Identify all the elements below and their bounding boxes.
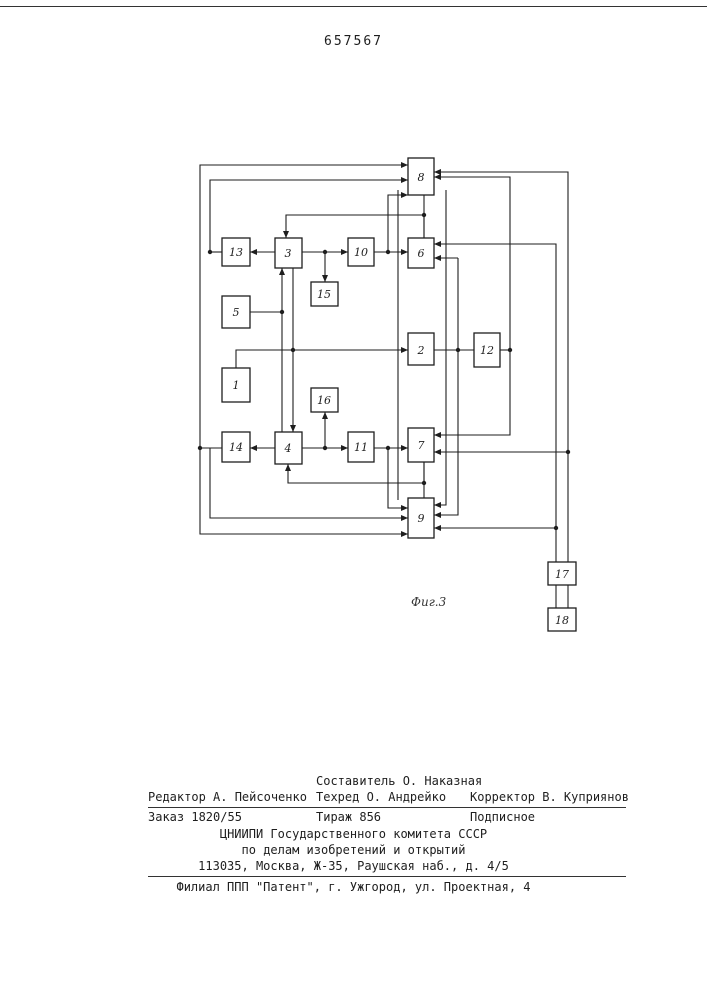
wire-17-right xyxy=(434,172,568,562)
circulation-line: Тираж 856 xyxy=(316,810,381,824)
wire-6-to-3 xyxy=(286,215,424,238)
rule-1 xyxy=(148,807,626,808)
block-2: 2 xyxy=(408,333,434,365)
address-line: 113035, Москва, Ж-35, Раушская наб., д. … xyxy=(0,859,707,873)
wire-right-446 xyxy=(434,190,446,505)
wire-17-left xyxy=(434,244,556,562)
block-3: 3 xyxy=(275,238,302,268)
block-8: 8 xyxy=(408,158,434,195)
block-7: 7 xyxy=(408,428,434,462)
block-label-17: 17 xyxy=(555,568,569,581)
block-label-8: 8 xyxy=(418,171,425,184)
block-6: 6 xyxy=(408,238,434,268)
block-label-3: 3 xyxy=(285,247,292,260)
block-label-18: 18 xyxy=(555,614,569,627)
block-16: 16 xyxy=(311,388,338,412)
block-4: 4 xyxy=(275,432,302,464)
block-13: 13 xyxy=(222,238,250,266)
block-11: 11 xyxy=(348,432,374,462)
block-label-10: 10 xyxy=(354,246,368,259)
editor-line: Редактор А. Пейсоченко xyxy=(148,790,307,804)
org-line-1: ЦНИИПИ Государственного комитета СССР xyxy=(0,827,707,841)
block-1: 1 xyxy=(222,368,250,402)
block-label-1: 1 xyxy=(233,379,240,392)
block-5: 5 xyxy=(222,296,250,328)
block-17: 17 xyxy=(548,562,576,585)
block-label-7: 7 xyxy=(418,439,425,452)
block-label-4: 4 xyxy=(284,442,292,455)
wire-12-to-8 xyxy=(434,177,510,350)
wire-7-to-4 xyxy=(288,462,424,483)
subscription-line: Подписное xyxy=(470,810,535,824)
wires xyxy=(200,165,568,608)
blocks: 8 6 2 7 9 3 4 13 14 10 11 15 16 5 1 12 1… xyxy=(222,158,576,631)
block-label-9: 9 xyxy=(418,512,425,525)
rule-2 xyxy=(148,876,626,877)
corrector-line: Корректор В. Куприянов xyxy=(470,790,629,804)
order-line: Заказ 1820/55 xyxy=(148,810,242,824)
org-line-2: по делам изобретений и открытий xyxy=(0,843,707,857)
branch-line: Филиал ППП "Патент", г. Ужгород, ул. Про… xyxy=(0,880,707,894)
block-label-13: 13 xyxy=(229,246,243,259)
block-label-14: 14 xyxy=(229,441,243,454)
block-9: 9 xyxy=(408,498,434,538)
block-label-12: 12 xyxy=(480,344,494,357)
block-label-15: 15 xyxy=(317,288,331,301)
block-10: 10 xyxy=(348,238,374,266)
block-label-2: 2 xyxy=(417,344,425,357)
techred-line: Техред О. Андрейко xyxy=(316,790,446,804)
block-label-6: 6 xyxy=(418,247,425,260)
block-15: 15 xyxy=(311,282,338,306)
block-12: 12 xyxy=(474,333,500,367)
compiler-line: Составитель О. Наказная xyxy=(316,774,482,788)
block-14: 14 xyxy=(222,432,250,462)
block-label-5: 5 xyxy=(233,306,240,319)
block-label-16: 16 xyxy=(317,394,331,407)
wire-1-to-2 xyxy=(236,350,408,368)
figure-caption: Фиг.3 xyxy=(411,595,447,609)
block-label-11: 11 xyxy=(354,441,368,454)
block-18: 18 xyxy=(548,608,576,631)
